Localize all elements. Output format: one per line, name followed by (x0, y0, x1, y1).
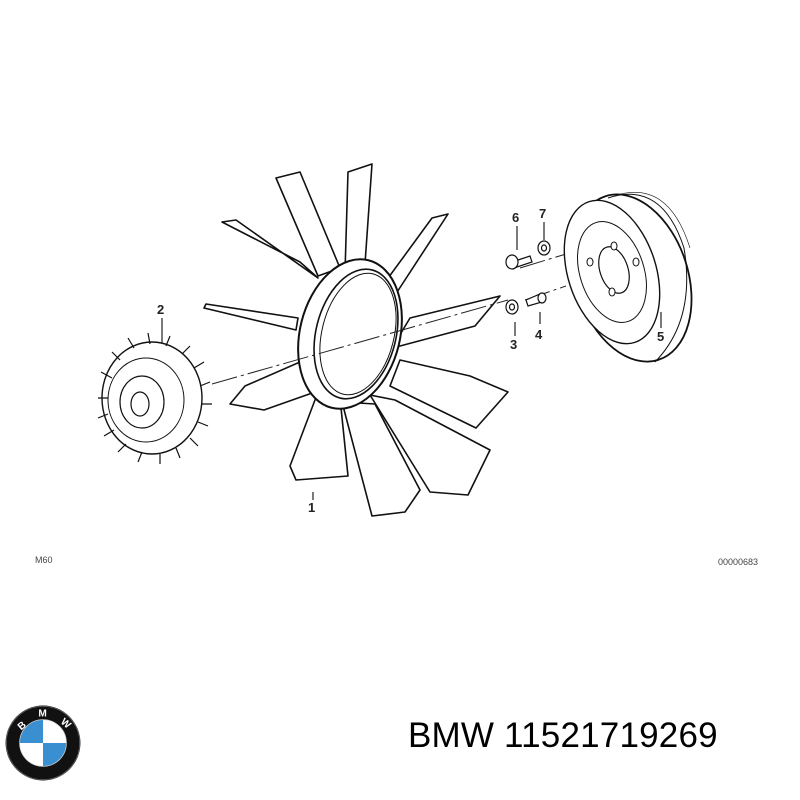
callout-3: 3 (510, 337, 518, 352)
callout-6: 6 (512, 210, 520, 225)
engine-code-label: M60 (35, 555, 53, 565)
fan-blade-assembly (203, 163, 509, 517)
callout-4: 4 (535, 327, 543, 342)
hex-bolt-part-6 (505, 254, 533, 270)
drawing-number-label: 00000683 (718, 557, 759, 567)
fan-clutch (97, 332, 212, 464)
callout-2: 2 (157, 302, 165, 317)
callout-5: 5 (657, 329, 665, 344)
bolt-part-4 (525, 292, 547, 307)
pulley (563, 192, 693, 363)
svg-text:M: M (38, 708, 46, 719)
washer-part-3 (505, 299, 519, 315)
part-number-title: BMW 11521719269 (408, 716, 718, 755)
callout-7: 7 (539, 206, 547, 221)
washer-part-7 (537, 240, 551, 256)
callout-1: 1 (308, 500, 316, 515)
bmw-logo-icon: B M W (5, 705, 81, 781)
